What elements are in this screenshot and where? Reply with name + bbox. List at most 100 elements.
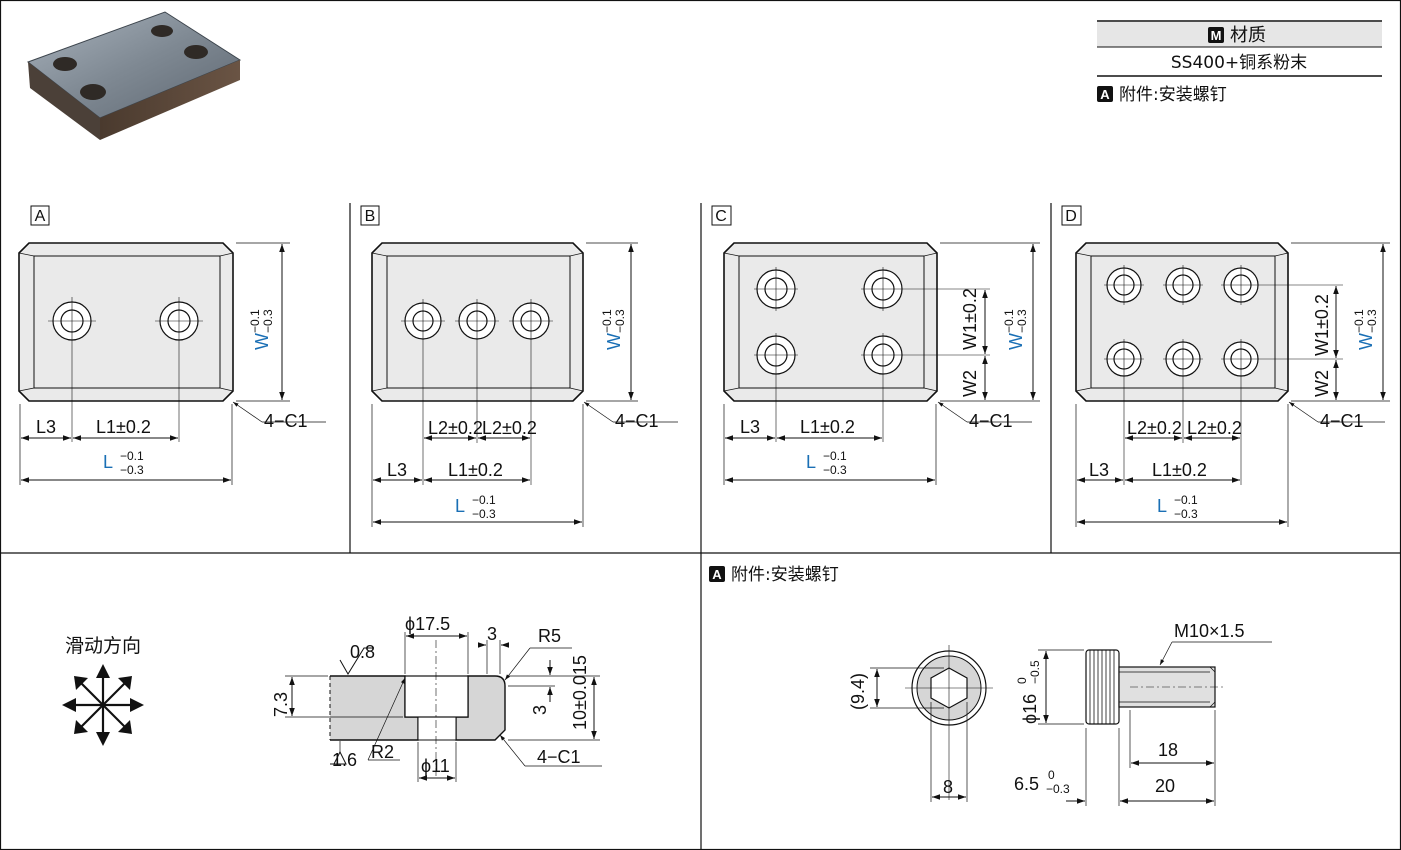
- dim-l2-b: L2±0.2: [1187, 418, 1242, 438]
- slide-direction: 滑动方向: [62, 635, 144, 746]
- material-table: M 材质 SS400+铜系粉末 A 附件:安装螺钉: [1097, 20, 1382, 105]
- accessory-badge-letter: A: [1100, 87, 1110, 102]
- panel-a: A L3 L1±0.2 L −0.1 −0.3 W −0.1 −0.3 4−C1: [18, 205, 326, 485]
- dim-thread: M10×1.5: [1174, 621, 1245, 641]
- dim-l: L: [806, 452, 816, 472]
- dim-hex-across: (9.4): [848, 673, 868, 710]
- panel-b: B L2±0.2 L2±0.2 L3 L1±0.2 L −0.1 −0.3: [360, 205, 678, 527]
- dim-height-7-3: 7.3: [271, 692, 291, 717]
- dim-w-lower: −0.3: [1015, 309, 1029, 333]
- panel-c-hole-br: [861, 333, 990, 442]
- dim-l-lower: −0.3: [1174, 507, 1198, 521]
- dim-chamfer: 4−C1: [264, 411, 308, 431]
- dim-counterbore-dia: ϕ17.5: [405, 614, 450, 634]
- dim-l: L: [1157, 496, 1167, 516]
- panel-b-hole-2: [455, 299, 499, 443]
- dim-chamfer: 4−C1: [1320, 411, 1364, 431]
- dim-w-lower: −0.3: [1365, 309, 1379, 333]
- dim-3-top: 3: [487, 624, 497, 644]
- roughness-top: 0.8: [350, 642, 375, 662]
- panel-d-hole-t3: [1221, 265, 1343, 305]
- material-value: SS400+铜系粉末: [1171, 53, 1307, 73]
- panel-c-hole-tr: [861, 267, 990, 311]
- roughness-bottom: 1.6: [332, 750, 357, 770]
- dim-w: W: [1356, 333, 1376, 350]
- dim-chamfer: 4−C1: [969, 411, 1013, 431]
- screw-title: 附件:安装螺钉: [731, 565, 839, 585]
- panel-b-hole-1: [401, 299, 445, 485]
- panel-c-hole-tl: [754, 267, 798, 311]
- panel-d-hole-t2: [1163, 265, 1203, 305]
- accessory-note: 附件:安装螺钉: [1119, 85, 1227, 105]
- accessory-badge-icon: [1097, 86, 1113, 102]
- dim-l-upper: −0.1: [823, 449, 847, 463]
- screw-badge-letter: A: [712, 567, 722, 582]
- dim-w: W: [604, 333, 624, 350]
- dim-head-dia: ϕ16: [1020, 694, 1040, 724]
- dim-w2: W2: [1312, 370, 1332, 397]
- panel-d-hole-b2: [1163, 339, 1203, 443]
- panel-d-label: D: [1065, 208, 1077, 225]
- panel-d-hole-b3: [1221, 339, 1343, 485]
- dim-w1: W1±0.2: [960, 288, 980, 350]
- dim-chamfer-section: 4−C1: [537, 747, 581, 767]
- dim-w-upper: −0.1: [248, 309, 262, 333]
- dim-l2-b: L2±0.2: [482, 418, 537, 438]
- dim-l3: L3: [1089, 460, 1109, 480]
- dim-w: W: [252, 333, 272, 350]
- dim-head-dia-upper: 0: [1015, 677, 1029, 684]
- dim-head-height: 6.5: [1014, 774, 1039, 794]
- panel-a-hole-right: [155, 297, 203, 442]
- dim-l-upper: −0.1: [1174, 493, 1198, 507]
- dim-w1: W1±0.2: [1312, 294, 1332, 356]
- dim-head-height-lower: −0.3: [1046, 782, 1070, 796]
- dim-head-dia-lower: −0.5: [1028, 660, 1042, 684]
- material-badge-icon: [1208, 27, 1224, 43]
- dim-r2: R2: [371, 742, 394, 762]
- dim-w-upper: −0.1: [1352, 309, 1366, 333]
- panel-d: D: [1061, 205, 1390, 527]
- multi-direction-arrows-icon: [62, 664, 144, 746]
- panel-a-hole-left: [48, 297, 96, 442]
- panel-c-label: C: [715, 208, 727, 225]
- material-badge-letter: M: [1211, 28, 1222, 43]
- panel-c: C L3 L1±0.2 L −0.1 −0.3: [711, 205, 1040, 485]
- dim-l2-a: L2±0.2: [1127, 418, 1182, 438]
- product-photo: [26, 11, 242, 140]
- dim-hole-dia: ϕ11: [421, 756, 450, 776]
- dim-height-10: 10±0.015: [570, 655, 590, 730]
- panel-d-hole-b1: [1104, 339, 1144, 485]
- dim-l-upper: −0.1: [120, 449, 144, 463]
- dim-w-upper: −0.1: [600, 309, 614, 333]
- dim-w-upper: −0.1: [1002, 309, 1016, 333]
- dim-l: L: [455, 496, 465, 516]
- dim-l2-a: L2±0.2: [428, 418, 483, 438]
- panel-b-label: B: [365, 208, 376, 225]
- material-header: 材质: [1230, 25, 1266, 46]
- dim-l1: L1±0.2: [96, 417, 151, 437]
- dim-w2: W2: [960, 370, 980, 397]
- dim-l3: L3: [387, 460, 407, 480]
- dim-w: W: [1006, 333, 1026, 350]
- panel-a-label: A: [35, 208, 46, 225]
- dim-l1: L1±0.2: [1152, 460, 1207, 480]
- dim-l-lower: −0.3: [823, 463, 847, 477]
- dim-l1: L1±0.2: [448, 460, 503, 480]
- slide-direction-label: 滑动方向: [65, 635, 141, 657]
- accessory-screw: A 附件:安装螺钉 (9.4) 8 M10×1.5: [709, 565, 1272, 806]
- dim-l1: L1±0.2: [800, 417, 855, 437]
- dim-l: L: [103, 452, 113, 472]
- dim-screw-length: 20: [1155, 776, 1175, 796]
- dim-thread-length: 18: [1158, 740, 1178, 760]
- dim-l3: L3: [740, 417, 760, 437]
- dim-w-lower: −0.3: [613, 309, 627, 333]
- dim-3-side: 3: [530, 705, 550, 715]
- dim-w-lower: −0.3: [261, 309, 275, 333]
- cross-section: ϕ17.5 3 R5 10±0.015 3 7.3 0.8: [271, 614, 602, 782]
- panel-d-hole-t1: [1104, 265, 1144, 305]
- panel-b-hole-3: [509, 299, 553, 485]
- dim-l-lower: −0.3: [120, 463, 144, 477]
- screw-badge-icon: [709, 566, 725, 582]
